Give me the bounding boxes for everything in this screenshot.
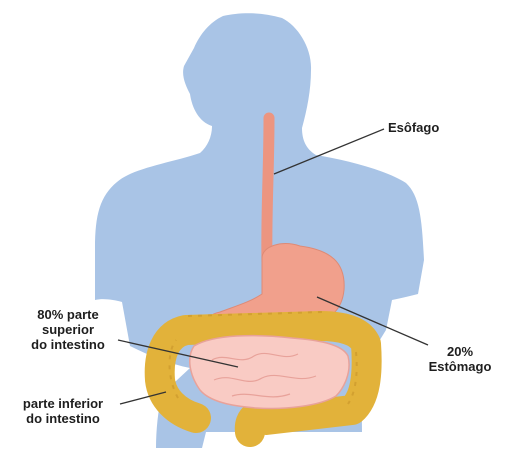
label-lower-intestine-line2: do intestino [4, 411, 122, 426]
label-stomach: 20% Estômago [418, 344, 502, 374]
label-stomach-name: Estômago [418, 359, 502, 374]
label-esophagus: Esôfago [388, 120, 439, 135]
label-upper-intestine-line2: superior [14, 322, 122, 337]
small-intestine [190, 336, 349, 409]
label-upper-intestine-line1: 80% parte [14, 307, 122, 322]
label-upper-intestine-line3: do intestino [14, 337, 122, 352]
esophagus-tube [267, 118, 269, 262]
label-lower-intestine: parte inferior do intestino [4, 396, 122, 426]
label-upper-intestine: 80% parte superior do intestino [14, 307, 122, 352]
label-stomach-percent: 20% [418, 344, 502, 359]
label-lower-intestine-line1: parte inferior [4, 396, 122, 411]
